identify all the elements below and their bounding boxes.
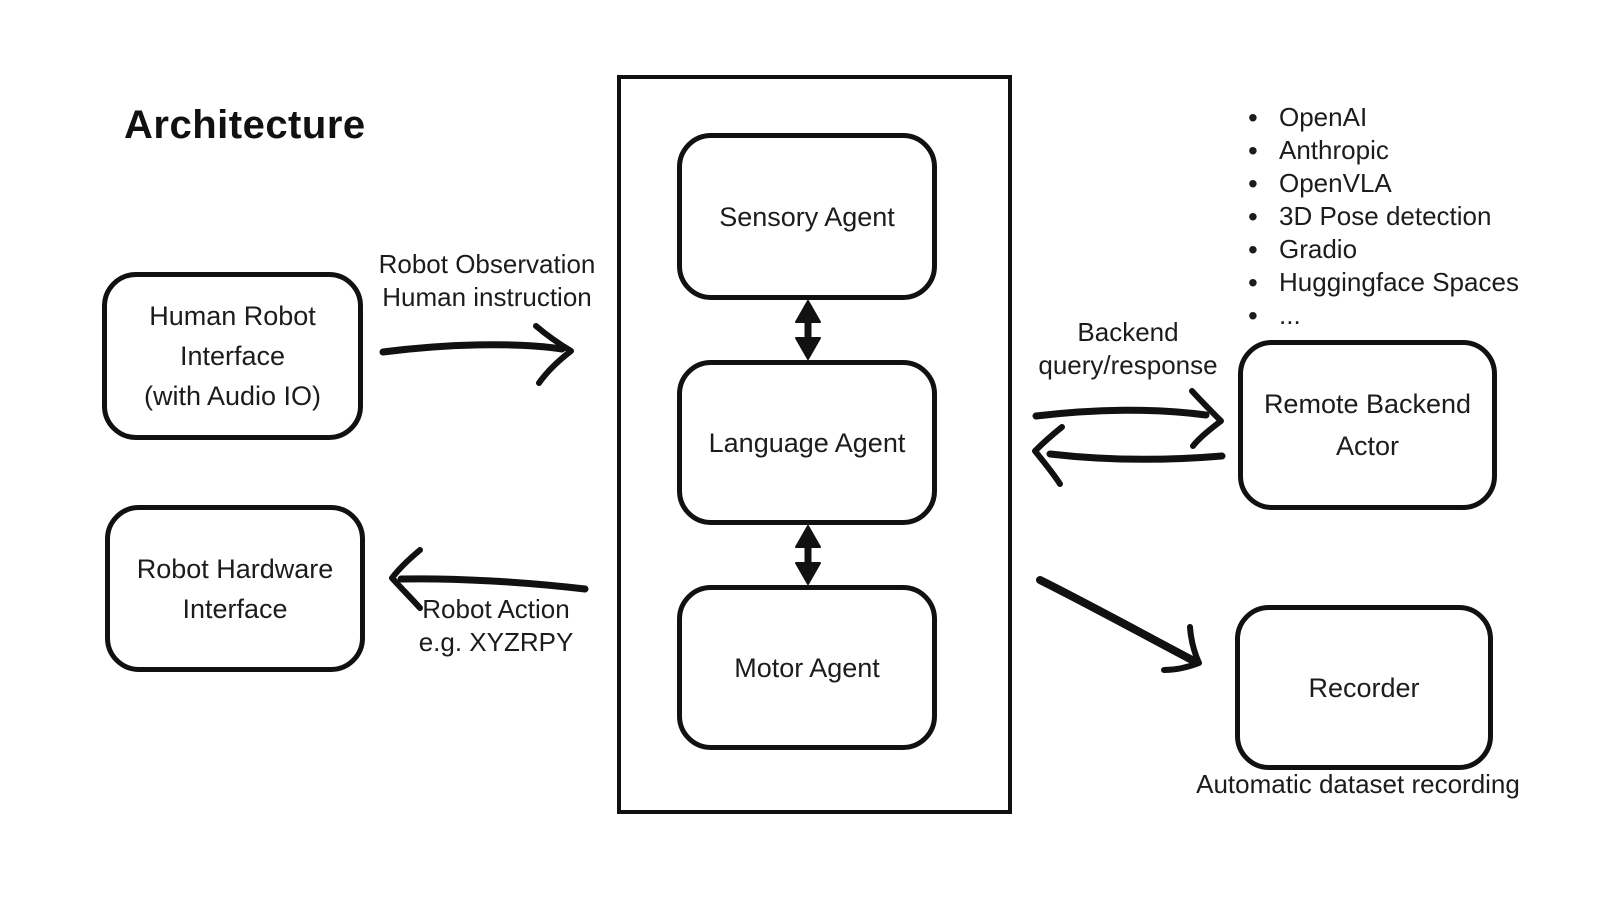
box-label-line: Robot Hardware — [136, 553, 334, 584]
list-item: ... — [1246, 299, 1519, 332]
recorder-arrow — [1036, 576, 1202, 673]
label-line: Robot Action — [422, 594, 570, 624]
label-line: Human instruction — [382, 282, 592, 312]
list-item: Gradio — [1246, 233, 1519, 266]
box-label-line: Human Robot — [149, 301, 316, 331]
motor-agent-box: Motor Agent — [677, 585, 937, 750]
box-label-line: Remote Backend — [1263, 389, 1472, 419]
label-line: query/response — [1038, 350, 1218, 380]
page-title: Architecture — [124, 103, 366, 147]
human-robot-interface-box: Human Robot Interface (with Audio IO) — [102, 272, 363, 440]
backend-query-arrow — [1032, 388, 1224, 449]
box-label-line: Sensory Agent — [719, 201, 895, 232]
list-item: OpenAI — [1246, 101, 1519, 134]
language-agent-box: Language Agent — [677, 360, 937, 525]
list-item: 3D Pose detection — [1246, 200, 1519, 233]
label-line: e.g. XYZRPY — [418, 627, 574, 657]
agent-container-frame — [617, 75, 1012, 814]
box-label-line: (with Audio IO) — [143, 381, 322, 411]
robot-observation-label: Robot Observation Human instruction — [357, 248, 617, 314]
list-item: Anthropic — [1246, 134, 1519, 167]
remote-backend-actor-box: Remote Backend Actor — [1238, 340, 1497, 510]
list-item: Huggingface Spaces — [1246, 266, 1519, 299]
box-label-line: Interface — [182, 593, 288, 624]
box-label-line: Interface — [179, 341, 286, 371]
label-line: Robot Observation — [378, 249, 596, 279]
label-line: Backend — [1077, 317, 1179, 347]
robot-hardware-interface-box: Robot Hardware Interface — [105, 505, 365, 672]
backend-options-list: OpenAI Anthropic OpenVLA 3D Pose detecti… — [1246, 101, 1519, 332]
recorder-box: Recorder — [1235, 605, 1493, 770]
backend-response-arrow — [1032, 424, 1226, 487]
box-label-line: Actor — [1335, 431, 1400, 461]
robot-action-label: Robot Action e.g. XYZRPY — [371, 593, 621, 659]
box-label-line: Language Agent — [708, 427, 906, 458]
box-label-line: Motor Agent — [734, 652, 880, 683]
list-item: OpenVLA — [1246, 167, 1519, 200]
backend-query-response-label: Backend query/response — [1003, 316, 1253, 382]
sensory-agent-box: Sensory Agent — [677, 133, 937, 300]
observation-arrow — [379, 323, 574, 386]
box-label-line: Recorder — [1308, 672, 1420, 703]
recorder-caption: Automatic dataset recording — [1196, 769, 1520, 799]
